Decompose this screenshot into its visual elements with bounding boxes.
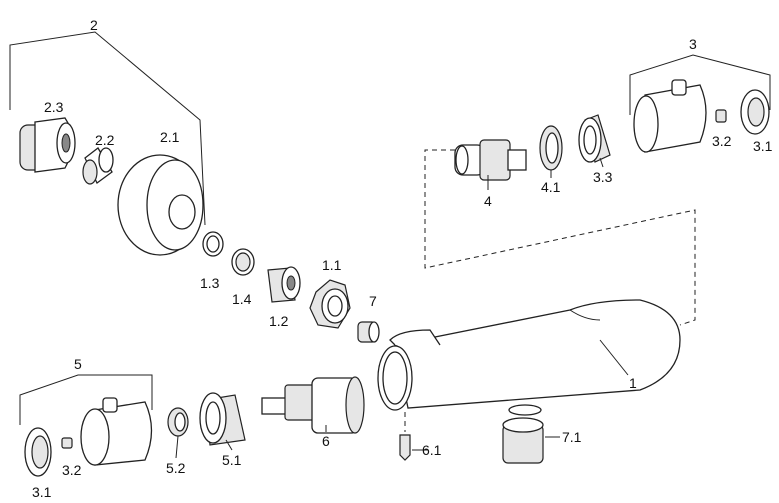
part-5-handle	[80, 397, 153, 466]
label-5-1: 5.1	[222, 452, 242, 468]
part-7-filter	[357, 321, 380, 343]
part-5-2-ring	[167, 407, 189, 437]
label-6: 6	[322, 433, 330, 449]
part-1-1-nut	[309, 279, 351, 329]
part-3-3-adapter	[578, 114, 611, 163]
part-3-handle	[633, 79, 707, 153]
part-1-2-check-valve	[267, 266, 301, 303]
part-1-4-filter	[231, 248, 255, 276]
group-5-bracket	[19, 374, 153, 425]
label-1-2: 1.2	[269, 313, 289, 329]
part-6-thermostatic-cartridge	[261, 376, 365, 434]
label-7: 7	[369, 293, 377, 309]
group-2-bracket	[9, 31, 206, 226]
part-6-1-screw	[399, 434, 411, 461]
label-1: 1	[629, 375, 637, 391]
part-1-3-ring	[202, 231, 224, 257]
part-7-1-filter	[502, 404, 544, 464]
part-2-1-rosette	[117, 154, 204, 256]
label-group-2: 2	[90, 17, 98, 33]
assembly-dashed-lines	[404, 149, 696, 432]
part-5-1-adapter	[199, 392, 246, 446]
label-2-1: 2.1	[160, 129, 180, 145]
part-3-2-screw-top	[715, 109, 727, 123]
part-2-3-fitting	[19, 117, 76, 173]
label-3-2-top: 3.2	[712, 133, 732, 149]
part-3-1-cap-top	[740, 89, 770, 135]
label-1-3: 1.3	[200, 275, 220, 291]
label-4-1: 4.1	[541, 179, 561, 195]
label-4: 4	[484, 193, 492, 209]
label-group-3: 3	[689, 36, 697, 52]
part-3-2-screw-bottom	[61, 437, 73, 449]
group-3-bracket	[629, 54, 771, 115]
label-3-1-top: 3.1	[753, 138, 773, 154]
label-5-2: 5.2	[166, 460, 186, 476]
label-group-5: 5	[74, 356, 82, 372]
label-7-1: 7.1	[562, 429, 582, 445]
part-3-1-cap-bottom	[24, 427, 52, 477]
label-3-3: 3.3	[593, 169, 613, 185]
label-2-2: 2.2	[95, 132, 115, 148]
part-4-cartridge	[454, 139, 527, 181]
label-3-1-bottom: 3.1	[32, 484, 52, 500]
label-1-1: 1.1	[322, 257, 342, 273]
label-2-3: 2.3	[44, 99, 64, 115]
part-1-thermostat-body	[377, 299, 681, 411]
part-2-2-insert	[82, 147, 114, 185]
label-6-1: 6.1	[422, 442, 442, 458]
leader-lines	[175, 157, 629, 459]
part-4-1-ring	[539, 125, 563, 171]
label-1-4: 1.4	[232, 291, 252, 307]
label-3-2-bottom: 3.2	[62, 462, 82, 478]
